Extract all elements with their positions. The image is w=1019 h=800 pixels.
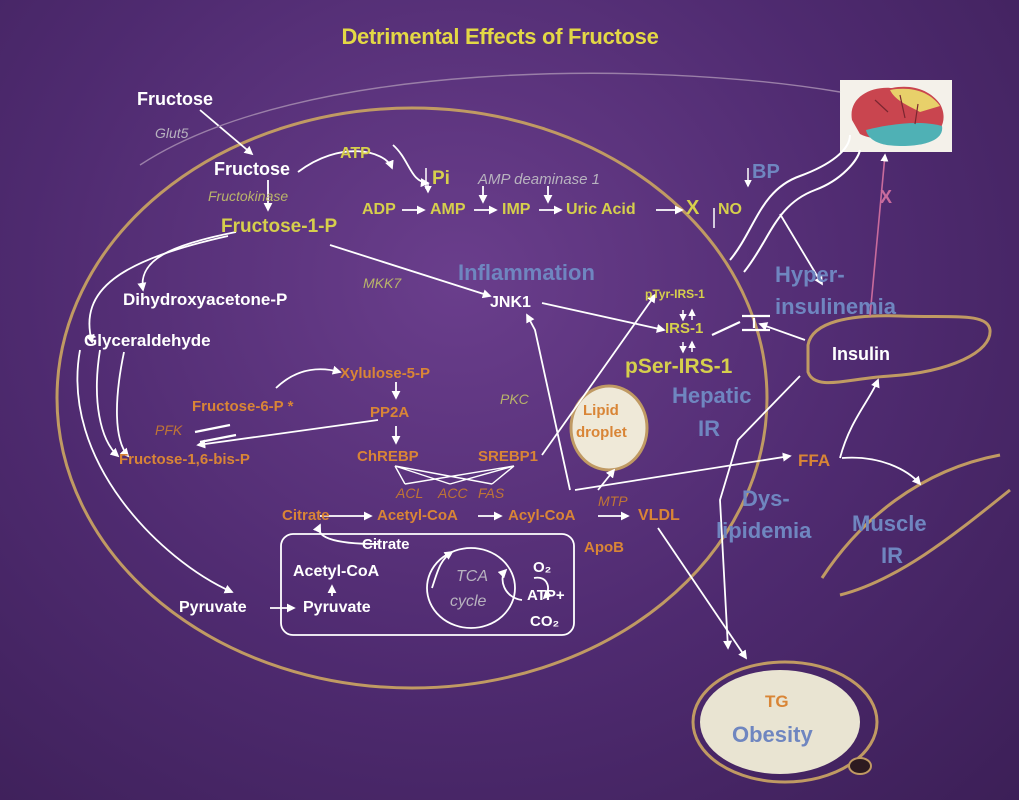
label-pp2a: PP2A — [370, 404, 410, 421]
label-pyruvate-in: Pyruvate — [303, 599, 371, 616]
label-ptyr-irs1: pTyr-IRS-1 — [645, 287, 705, 301]
label-brain-x: X — [880, 187, 893, 207]
label-insulinemia: insulinemia — [775, 294, 897, 319]
label-atp: ATP — [340, 145, 371, 162]
label-f16bp: Fructose-1,6-bis-P — [119, 451, 250, 468]
hepatocyte-membrane — [55, 106, 769, 690]
adipocyte-nucleus — [848, 757, 872, 775]
label-glyceraldehyde: Glyceraldehyde — [84, 331, 211, 350]
label-chrebp: ChREBP — [357, 448, 419, 465]
label-acl: ACL — [396, 485, 424, 501]
label-hepatic: Hepatic — [672, 383, 752, 408]
label-hepatic-ir: IR — [698, 416, 720, 441]
label-amp: AMP — [430, 201, 466, 218]
label-xylulose-5-p: Xylulose-5-P — [340, 365, 431, 382]
label-irs1: IRS-1 — [665, 320, 704, 337]
muscle-shape — [820, 453, 1011, 597]
adipocyte-fat — [700, 670, 860, 774]
mitochondrion-box — [280, 533, 575, 636]
label-pi: Pi — [432, 168, 450, 189]
brain-image — [840, 80, 952, 152]
label-fructose-outside: Fructose — [137, 89, 214, 109]
label-fas: FAS — [478, 485, 505, 501]
label-acc: ACC — [438, 485, 468, 501]
label-citrate-in: Citrate — [362, 536, 410, 553]
label-jnk1: JNK1 — [490, 294, 531, 311]
label-lipidemia: lipidemia — [716, 518, 812, 543]
label-mtp: MTP — [598, 493, 628, 509]
label-apob: ApoB — [584, 539, 624, 556]
label-muscle-ir: IR — [881, 543, 903, 568]
label-dys: Dys- — [742, 486, 790, 511]
label-pser-irs1: pSer-IRS-1 — [625, 355, 733, 378]
label-imp: IMP — [502, 201, 531, 218]
label-o2: O₂ — [533, 559, 552, 576]
label-acetyl-coa-in: Acetyl-CoA — [293, 563, 380, 580]
label-glut5: Glut5 — [155, 125, 189, 141]
label-lipid: Lipid — [583, 402, 619, 419]
label-vldl: VLDL — [638, 507, 680, 524]
label-citrate-out: Citrate — [282, 507, 330, 524]
adipocyte-outer — [691, 660, 879, 784]
label-obesity: Obesity — [732, 722, 813, 747]
label-dhap: Dihydroxyacetone-P — [123, 290, 288, 309]
label-fructose-1-p: Fructose-1-P — [221, 216, 338, 237]
label-amp-deaminase: AMP deaminase 1 — [478, 171, 601, 188]
label-uric-acid: Uric Acid — [566, 201, 636, 218]
label-inflammation: Inflammation — [458, 260, 595, 285]
label-droplet: droplet — [576, 424, 627, 441]
label-x-block: X — [686, 197, 700, 219]
tca-cycle-ring — [426, 547, 516, 629]
label-hyper: Hyper- — [775, 262, 845, 287]
label-ffa: FFA — [798, 451, 831, 470]
label-srebp1: SREBP1 — [478, 448, 539, 465]
label-tg: TG — [765, 692, 789, 711]
label-mkk7: MKK7 — [363, 275, 402, 291]
label-fructose-inside: Fructose — [214, 159, 291, 179]
label-acetyl-coa-out: Acetyl-CoA — [377, 507, 458, 524]
label-co2: CO₂ — [530, 613, 560, 630]
label-fructose-6-p: Fructose-6-P * — [192, 398, 294, 415]
label-cycle: cycle — [450, 593, 487, 610]
label-muscle: Muscle — [852, 511, 927, 536]
label-pyruvate-out: Pyruvate — [179, 599, 247, 616]
label-insulin: Insulin — [832, 344, 890, 364]
label-adp: ADP — [362, 201, 396, 218]
label-pfk: PFK — [155, 422, 183, 438]
slide-title: Detrimental Effects of Fructose — [341, 24, 659, 49]
label-fructokinase: Fructokinase — [208, 188, 289, 204]
label-atp-plus: ATP+ — [527, 587, 565, 604]
label-no: NO — [718, 201, 742, 218]
label-tca: TCA — [456, 568, 488, 585]
label-pkc: PKC — [500, 391, 529, 407]
pancreas-shape — [806, 314, 992, 385]
label-bp: BP — [752, 161, 780, 183]
label-acyl-coa: Acyl-CoA — [508, 507, 576, 524]
